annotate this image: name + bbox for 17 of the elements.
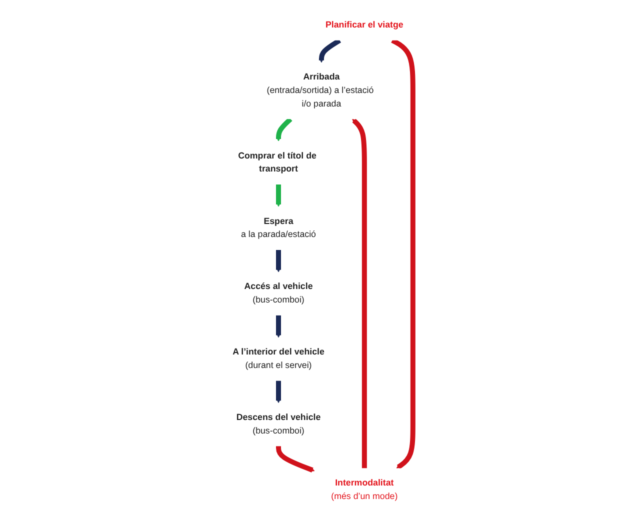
node-text: Comprar el títol de transport: [238, 151, 316, 174]
arrow: [390, 38, 416, 470]
arrow: [276, 249, 281, 272]
node-text: Planificar el viatge: [325, 20, 404, 30]
arrow: [276, 117, 292, 142]
arrow: [352, 118, 367, 469]
arrow: [276, 380, 281, 404]
node-text: Espera a la parada/estació: [240, 216, 316, 240]
node-text: Intermodalitat (més d’un mode): [330, 478, 398, 502]
arrow: [318, 38, 341, 63]
node-text: Accés al vehicle (bus-comboi): [244, 282, 313, 305]
arrow: [276, 445, 315, 472]
arrow: [276, 184, 281, 207]
node-text: A l’interior del vehicle (durant el servei): [232, 347, 324, 370]
node-text: Arribada (entrada/sortida) a l’estació i/o parada: [266, 72, 374, 109]
node-text: Descens del vehicle (bus-comboi): [236, 412, 320, 436]
arrow: [276, 314, 281, 338]
